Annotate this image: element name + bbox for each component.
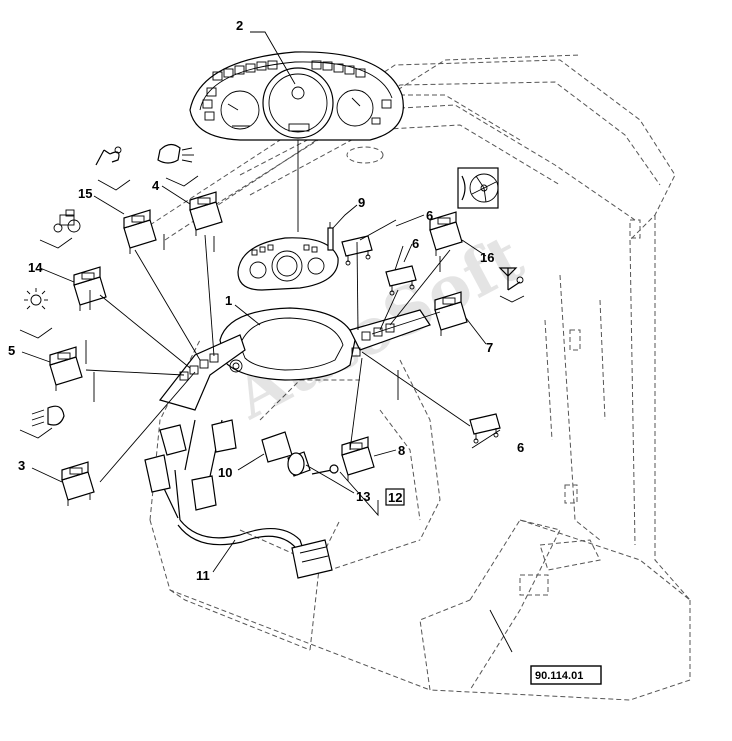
callout-1: 1 [225, 293, 232, 308]
rocker-switch-4 [189, 191, 223, 236]
gauge-left [220, 90, 260, 130]
rocker-switch-7 [434, 291, 468, 336]
fan-icon [457, 167, 499, 209]
connector-b [211, 419, 237, 453]
bulb-9 [327, 222, 334, 251]
tractor-icon [53, 209, 81, 233]
callout-11: 11 [196, 568, 210, 583]
callout-labels: 2 1 3 4 5 6 6 6 7 8 9 10 11 13 14 15 16 … [8, 18, 524, 583]
bolt-13 [329, 464, 339, 474]
callout-9: 9 [358, 195, 365, 210]
front-light-icon [24, 288, 48, 310]
callout-6c: 6 [517, 440, 524, 455]
instrument-cluster-installed [237, 237, 339, 291]
callout-5: 5 [8, 343, 15, 358]
lift-icon [498, 267, 524, 291]
connector-e [291, 539, 333, 579]
bracket-relay [261, 431, 339, 477]
instrument-cluster-exploded [189, 51, 404, 141]
callout-14: 14 [28, 260, 43, 275]
callout-7: 7 [486, 340, 493, 355]
callout-16: 16 [480, 250, 494, 265]
rocker-switch-5 [49, 346, 83, 391]
rocker-switch-15 [123, 209, 157, 254]
callout-15: 15 [78, 186, 92, 201]
work-light-icon [95, 146, 122, 166]
blank-cover-6c [469, 413, 501, 444]
warning-lamp-row [202, 60, 392, 121]
bracket-10 [261, 431, 293, 463]
wiring-harness [144, 419, 333, 579]
callout-4: 4 [152, 178, 160, 193]
callout-6b: 6 [412, 236, 419, 251]
callout-10: 10 [218, 465, 232, 480]
beacon-icon [157, 143, 194, 164]
headlight-icon [31, 405, 65, 427]
gauge-right [336, 89, 374, 127]
callout-6a: 6 [426, 208, 433, 223]
dashboard-panel [158, 307, 431, 411]
reference-box: 90.114.01 [530, 665, 602, 685]
reference-label: 90.114.01 [535, 670, 583, 682]
callout-12-box: 12 [385, 488, 405, 506]
rocker-switch-16 [429, 211, 463, 256]
blank-cover-6b [385, 265, 417, 296]
rocker-switch-8 [341, 436, 375, 481]
switch-brackets [19, 175, 525, 439]
callout-8: 8 [398, 443, 405, 458]
leader-lines [21, 31, 513, 653]
connector-d [191, 475, 217, 511]
callout-13: 13 [356, 489, 370, 504]
connector-c [144, 454, 171, 493]
connector-a [159, 424, 187, 456]
tachometer-dial [262, 67, 334, 139]
rocker-switch-3 [61, 461, 95, 506]
callout-2: 2 [236, 18, 243, 33]
callout-12: 12 [388, 490, 402, 505]
callout-3: 3 [18, 458, 25, 473]
